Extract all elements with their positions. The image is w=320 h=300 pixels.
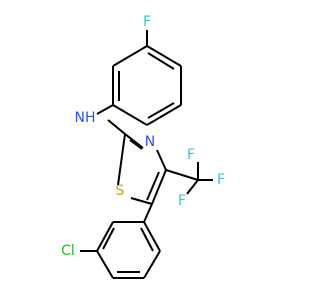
bond: [146, 104, 182, 126]
atom-amine-nh: NH: [75, 110, 96, 126]
bond: [107, 119, 126, 135]
atom-fluorine: F: [217, 172, 225, 188]
bonds: [80, 30, 213, 279]
bond: [146, 45, 182, 67]
bond-inner: [147, 102, 175, 119]
atom-fluorine: F: [187, 147, 195, 163]
bond: [96, 104, 114, 115]
bond-inner: [140, 227, 154, 252]
bond: [117, 133, 126, 186]
atom-chlorine: Cl: [61, 243, 75, 259]
bond: [130, 197, 153, 205]
atom-nitrogen: N: [145, 134, 155, 150]
bond: [143, 221, 161, 252]
bond-inner: [147, 52, 175, 70]
bond: [156, 149, 167, 171]
atom-fluorine: F: [178, 193, 186, 209]
bond: [124, 133, 144, 149]
atom-fluorine: F: [143, 14, 151, 30]
bond: [151, 169, 167, 205]
bond: [143, 203, 153, 223]
bond: [129, 139, 143, 150]
bond: [165, 169, 199, 181]
bond: [96, 250, 114, 279]
bond: [112, 45, 148, 67]
atom-labels: F NH N S F F F Cl: [61, 14, 225, 259]
bond: [186, 179, 199, 195]
bond: [96, 221, 114, 252]
bond-inner: [146, 171, 160, 201]
atom-sulfur: S: [116, 183, 125, 199]
bond: [143, 250, 161, 279]
molecule-svg: F NH N S F F F Cl: [61, 14, 225, 279]
bond-inner: [102, 227, 115, 250]
bond: [112, 104, 148, 126]
structure-drawing: F NH N S F F F Cl: [61, 14, 225, 279]
